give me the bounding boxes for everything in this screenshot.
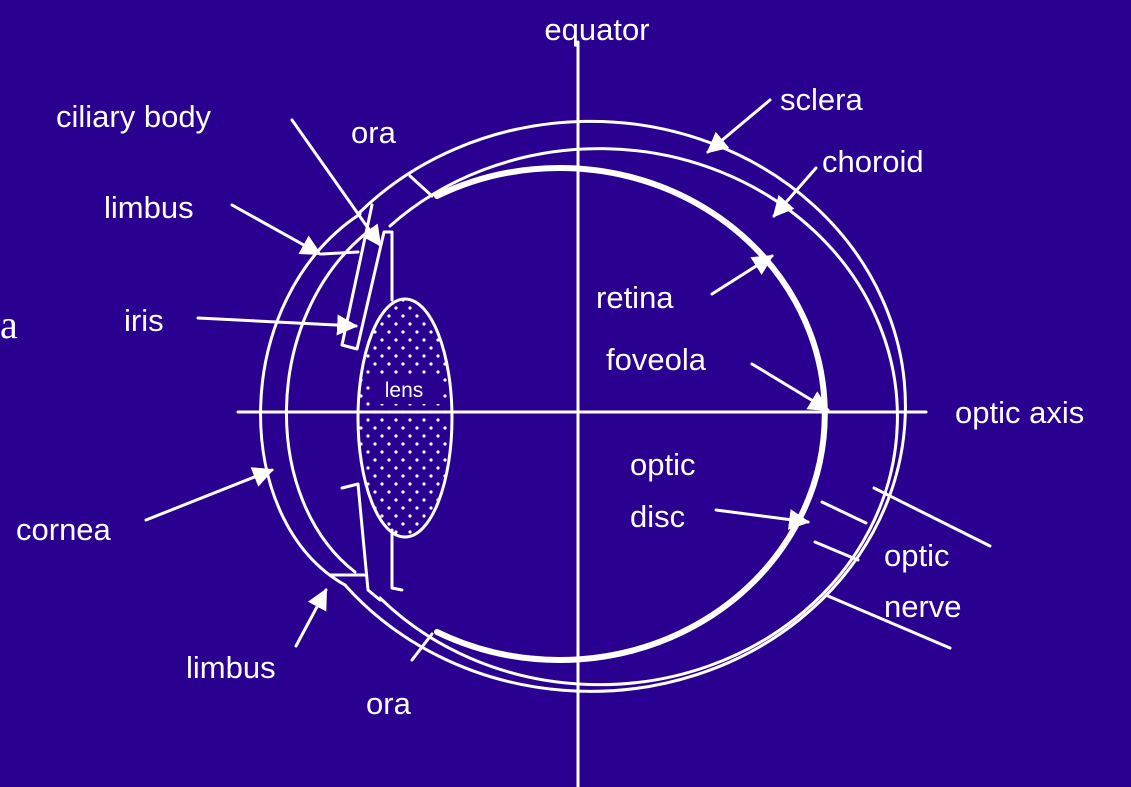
limbus-top-bar (322, 252, 358, 254)
iris-label: iris (124, 303, 164, 338)
equator-label: equator (544, 12, 649, 47)
foveola-label: foveola (606, 342, 707, 377)
optic-nerve-label-line1: optic (884, 538, 949, 573)
optic-disc-label-line2: disc (630, 499, 685, 534)
cornea-arrow (146, 470, 272, 520)
optic-axis-label: optic axis (955, 395, 1084, 430)
ora-top-label: ora (351, 115, 397, 150)
retina-outline (437, 168, 825, 660)
limbus-bottom-label: limbus (186, 650, 276, 685)
lens: lens (358, 299, 452, 537)
edge-fragment-label: a (0, 302, 18, 347)
ora-bottom-marker (412, 634, 432, 660)
cornea-outline (261, 214, 360, 585)
optic-disc-arrow (716, 510, 808, 522)
lens-label: lens (385, 379, 424, 402)
limbus-top-arrow (232, 205, 320, 254)
optic-disc-mark-1 (822, 502, 866, 523)
sclera-label: sclera (780, 82, 863, 117)
optic-nerve-label-line2: nerve (884, 589, 962, 624)
optic-disc-label-line1: optic (630, 447, 695, 482)
limbus-top-label: limbus (104, 190, 194, 225)
retina-arrow (712, 256, 772, 294)
choroid-outline (380, 149, 897, 685)
ciliary-body-label: ciliary body (56, 99, 212, 134)
limbus-bottom-arrow (296, 590, 326, 646)
cornea-inner (286, 234, 365, 572)
optic-disc-mark-2 (815, 542, 858, 560)
foveola-arrow (752, 364, 828, 410)
cornea-label: cornea (16, 512, 112, 547)
choroid-arrow (774, 168, 816, 216)
ora-top-marker (410, 176, 432, 196)
retina-label: retina (596, 280, 674, 315)
choroid-label: choroid (822, 144, 924, 179)
ora-bottom-label: ora (366, 686, 412, 721)
sclera-arrow (708, 100, 770, 152)
